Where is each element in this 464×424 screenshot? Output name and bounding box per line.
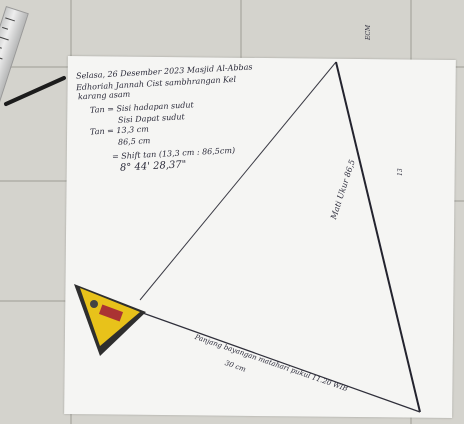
corner-mark: ECM xyxy=(365,24,372,40)
right-edge-mark: 13 xyxy=(397,168,404,176)
floor-grout-line xyxy=(240,0,242,60)
pen xyxy=(4,76,66,106)
laser-square-tool xyxy=(74,284,146,356)
hypotenuse-line xyxy=(139,61,337,301)
shadow-line xyxy=(139,311,421,413)
floor-grout-line xyxy=(0,300,70,302)
floor-grout-line xyxy=(0,180,70,182)
note-formula-line4: 86,5 cm xyxy=(117,136,151,147)
vertical-side-line xyxy=(335,61,421,413)
